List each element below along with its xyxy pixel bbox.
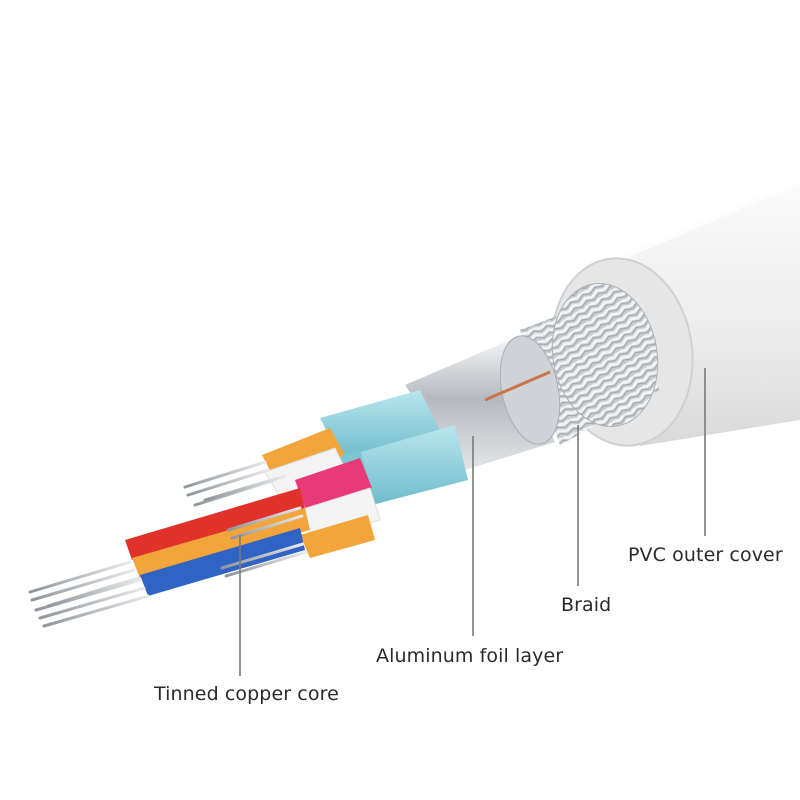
- leader-lines: [239, 368, 706, 676]
- label-braid: Braid: [561, 594, 612, 616]
- insulated-wires: [125, 428, 381, 596]
- label-aluminum-foil-layer: Aluminum foil layer: [376, 645, 564, 667]
- label-pvc-outer-cover: PVC outer cover: [628, 544, 783, 566]
- tinned-copper-core: [28, 460, 308, 628]
- label-tinned-copper-core: Tinned copper core: [154, 683, 339, 705]
